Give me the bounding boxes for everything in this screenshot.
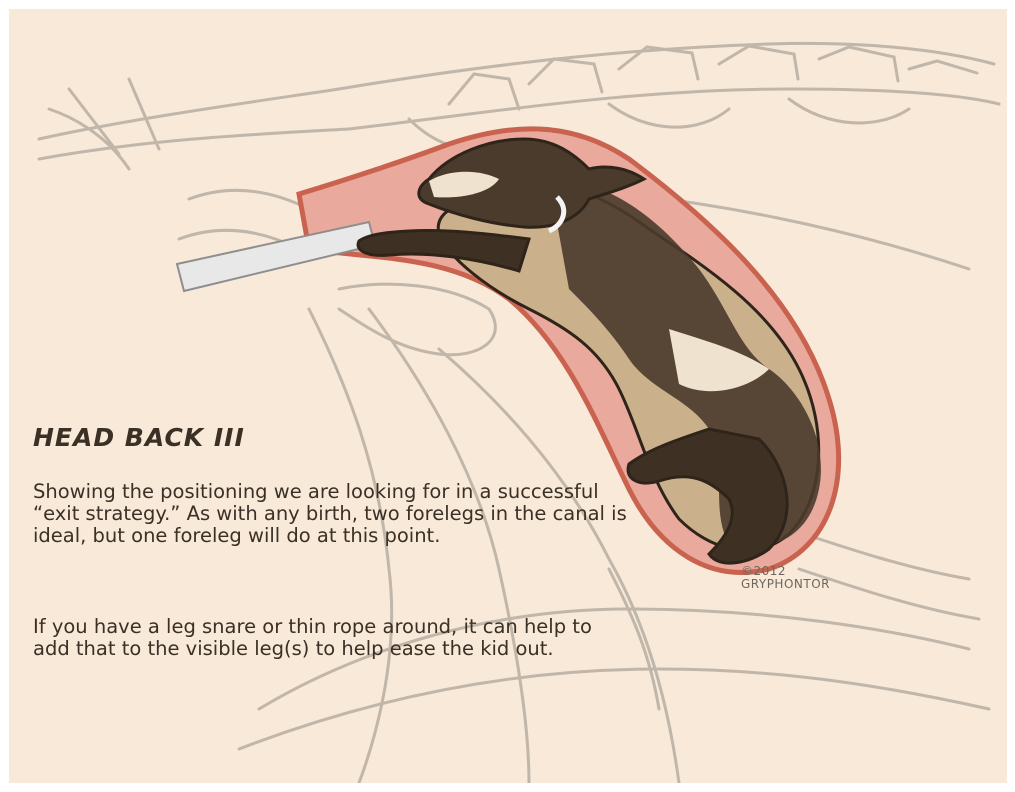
diagram-title: HEAD BACK III [33, 423, 245, 452]
birthing-diagram [9, 9, 1007, 783]
illustration-panel: HEAD BACK III Showing the positioning we… [9, 9, 1007, 783]
caption-paragraph-2: If you have a leg snare or thin rope aro… [33, 616, 633, 660]
caption-paragraph-1: Showing the positioning we are looking f… [33, 481, 633, 547]
artist-signature: ©2012 GRYPHONTOR [741, 565, 830, 591]
signature-artist: GRYPHONTOR [741, 578, 830, 591]
